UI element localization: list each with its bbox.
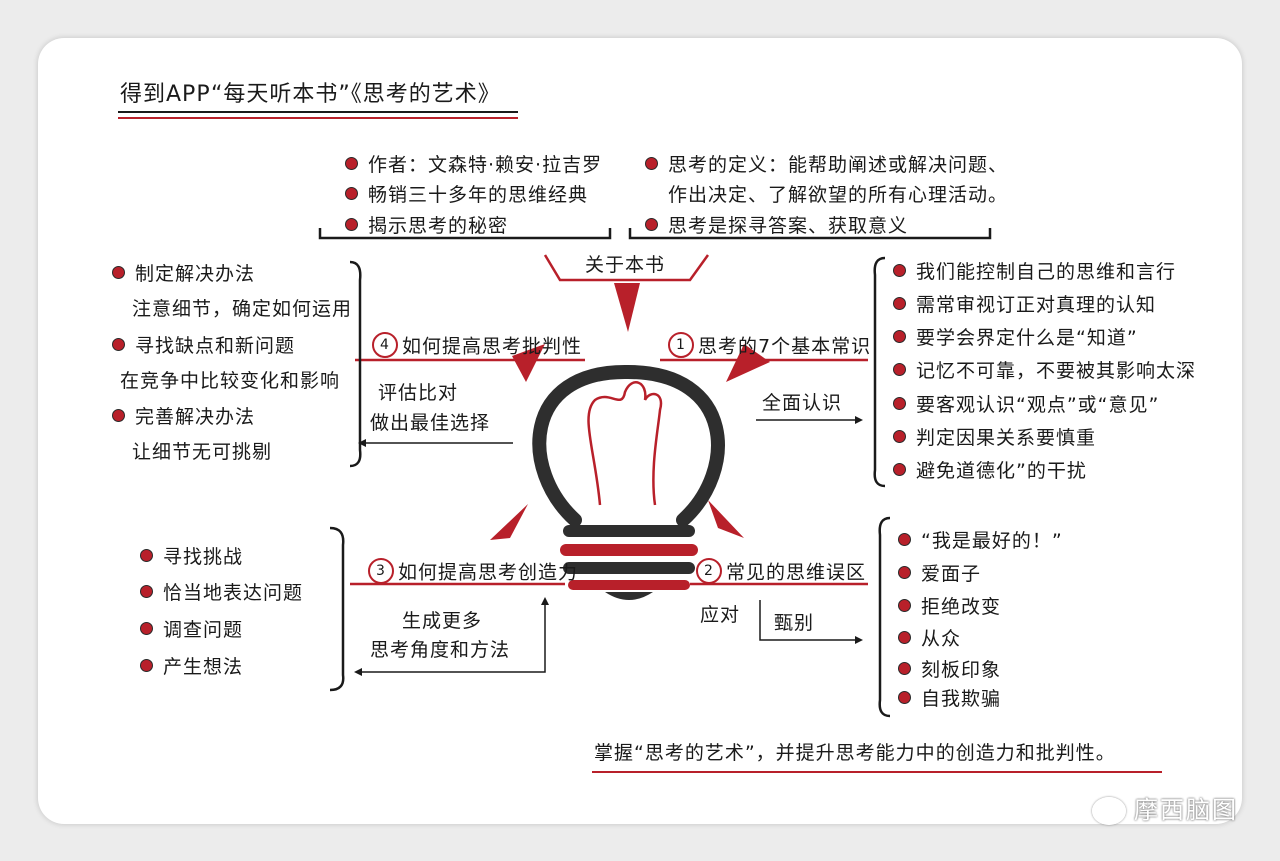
bullet-dot bbox=[345, 157, 358, 170]
branch-3-item-2: 恰当地表达问题 bbox=[140, 584, 303, 603]
branch-4-item-4: 在竞争中比较变化和影响 bbox=[120, 370, 341, 392]
bullet-dot bbox=[112, 266, 125, 279]
bullet-dot bbox=[645, 218, 658, 231]
bullet-dot bbox=[893, 397, 906, 410]
bullet-dot bbox=[893, 330, 906, 343]
branch-4-item-3: 寻找缺点和新问题 bbox=[112, 337, 295, 356]
branch-1-item-6: 判定因果关系要慎重 bbox=[893, 429, 1096, 448]
bullet-dot bbox=[140, 659, 153, 672]
branch-number: 1 bbox=[668, 332, 694, 358]
branch-number: 4 bbox=[372, 332, 398, 358]
branch-2-item-5: 刻板印象 bbox=[898, 661, 1001, 680]
about-left-3: 揭示思考的秘密 bbox=[345, 217, 508, 236]
bullet-dot bbox=[893, 463, 906, 476]
bullet-dot bbox=[898, 566, 911, 579]
branch-2-item-6: 自我欺骗 bbox=[898, 690, 1001, 709]
branch-1-item-3: 要学会界定什么是“知道” bbox=[893, 329, 1138, 348]
bullet-dot bbox=[645, 157, 658, 170]
branch-2-item-3: 拒绝改变 bbox=[898, 598, 1001, 617]
wechat-icon bbox=[1092, 797, 1126, 825]
branch-4-item-5: 完善解决办法 bbox=[112, 408, 255, 427]
branch-2-item-2: 爱面子 bbox=[898, 565, 981, 584]
about-label: 关于本书 bbox=[585, 254, 666, 276]
branch-3-arrow-label-1: 生成更多 bbox=[402, 610, 483, 632]
bullet-dot bbox=[893, 363, 906, 376]
branch-4-item-6: 让细节无可挑剔 bbox=[132, 441, 273, 463]
about-right-2: 作出决定、了解欲望的所有心理活动。 bbox=[668, 184, 1009, 206]
mindmap-card bbox=[38, 38, 1242, 824]
branch-1-item-2: 需常审视订正对真理的认知 bbox=[893, 296, 1156, 315]
branch-4-item-1: 制定解决办法 bbox=[112, 265, 255, 284]
branch-2-label-b: 甄别 bbox=[774, 612, 815, 634]
bullet-dot bbox=[898, 691, 911, 704]
bullet-dot bbox=[345, 187, 358, 200]
branch-1-arrow-label: 全面认识 bbox=[762, 392, 843, 414]
bullet-dot bbox=[898, 533, 911, 546]
bullet-dot bbox=[898, 599, 911, 612]
branch-3-item-4: 产生想法 bbox=[140, 658, 243, 677]
branch-number: 2 bbox=[696, 558, 722, 584]
bullet-dot bbox=[112, 409, 125, 422]
branch-1-item-5: 要客观认识“观点”或“意见” bbox=[893, 396, 1159, 415]
branch-3-item-3: 调查问题 bbox=[140, 621, 243, 640]
branch-2-item-4: 从众 bbox=[898, 630, 961, 649]
bullet-dot bbox=[140, 549, 153, 562]
branch-1-item-7: 避免道德化”的干扰 bbox=[893, 462, 1087, 481]
branch-2-item-1: “我是最好的！” bbox=[898, 532, 1063, 551]
bullet-dot bbox=[898, 631, 911, 644]
about-left-2: 畅销三十多年的思维经典 bbox=[345, 186, 588, 205]
branch-4-arrow-label-2: 做出最佳选择 bbox=[370, 412, 491, 434]
bullet-dot bbox=[893, 264, 906, 277]
branch-4-item-2: 注意细节，确定如何运用 bbox=[132, 298, 353, 320]
bullet-dot bbox=[893, 297, 906, 310]
about-right-3: 思考是探寻答案、获取意义 bbox=[645, 217, 908, 236]
branch-4-arrow-label-1: 评估比对 bbox=[378, 382, 459, 404]
bullet-dot bbox=[898, 662, 911, 675]
branch-3-item-1: 寻找挑战 bbox=[140, 548, 243, 567]
branch-1-item-4: 记忆不可靠，不要被其影响太深 bbox=[893, 362, 1196, 381]
branch-1-item-1: 我们能控制自己的思维和言行 bbox=[893, 263, 1176, 282]
about-right-1: 思考的定义：能帮助阐述或解决问题、 bbox=[645, 156, 1008, 175]
bullet-dot bbox=[140, 622, 153, 635]
branch-2-label-a: 应对 bbox=[700, 604, 741, 626]
bullet-dot bbox=[112, 338, 125, 351]
bullet-dot bbox=[345, 218, 358, 231]
bullet-dot bbox=[140, 585, 153, 598]
watermark: 摩西脑图 bbox=[1092, 790, 1238, 825]
about-left-1: 作者：文森特·赖安·拉吉罗 bbox=[345, 156, 602, 175]
branch-number: 3 bbox=[368, 558, 394, 584]
branch-3-arrow-label-2: 思考角度和方法 bbox=[370, 639, 511, 661]
footer-summary: 掌握“思考的艺术”，并提升思考能力中的创造力和批判性。 bbox=[594, 742, 1116, 764]
header-title: 得到APP“每天听本书”《思考的艺术》 bbox=[120, 82, 501, 107]
bullet-dot bbox=[893, 430, 906, 443]
